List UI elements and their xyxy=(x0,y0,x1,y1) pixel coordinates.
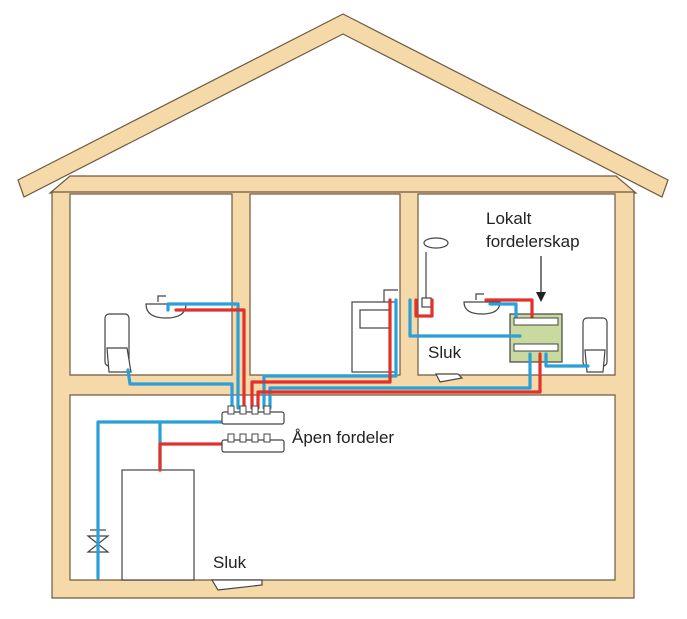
cold-pipe-right-toilet xyxy=(544,352,590,368)
label-open-manifold: Åpen fordeler xyxy=(292,428,394,447)
cold-pipe-left-sink xyxy=(166,302,240,410)
hot-pipe-shower xyxy=(414,298,434,318)
label-local-cabinet-line2: fordelerskap xyxy=(486,232,580,251)
toilet-right-icon xyxy=(582,317,608,373)
label-drain-lower: Sluk xyxy=(213,553,247,572)
cabinet-arrow-icon xyxy=(536,256,546,302)
fixtures xyxy=(86,237,608,591)
cold-pipe-shower xyxy=(408,298,522,338)
cabinet-fittings xyxy=(513,317,559,352)
open-manifold-icon xyxy=(221,405,285,453)
water-heater-icon xyxy=(121,469,195,581)
roof xyxy=(17,13,669,198)
label-drain-upper: Sluk xyxy=(428,343,462,362)
hot-pipe-cabinet-feed xyxy=(256,352,542,410)
cold-pipes xyxy=(96,298,590,580)
house-frame xyxy=(17,13,669,599)
label-local-cabinet-line1: Lokalt xyxy=(486,209,532,228)
cold-pipe-left-toilet xyxy=(126,368,234,410)
hot-pipe-heater xyxy=(158,442,224,472)
hot-pipe-left-sink xyxy=(174,308,246,410)
hot-pipe-kitchen xyxy=(250,298,392,410)
hot-pipes xyxy=(158,298,542,472)
attic-beam xyxy=(48,175,638,194)
floor-drain-upper-icon xyxy=(435,373,464,383)
sink-left-icon xyxy=(145,295,187,319)
toilet-left-icon xyxy=(104,313,132,373)
cold-pipe-right-sink xyxy=(488,302,518,322)
cold-pipe-cabinet-feed xyxy=(268,352,532,410)
floor-drain-lower-icon xyxy=(210,579,263,591)
cold-pipe-supply xyxy=(96,420,224,580)
kitchen-counter-icon xyxy=(351,289,398,373)
walls xyxy=(51,191,635,599)
shower-icon xyxy=(421,237,449,308)
hot-pipe-right-sink xyxy=(484,298,534,322)
